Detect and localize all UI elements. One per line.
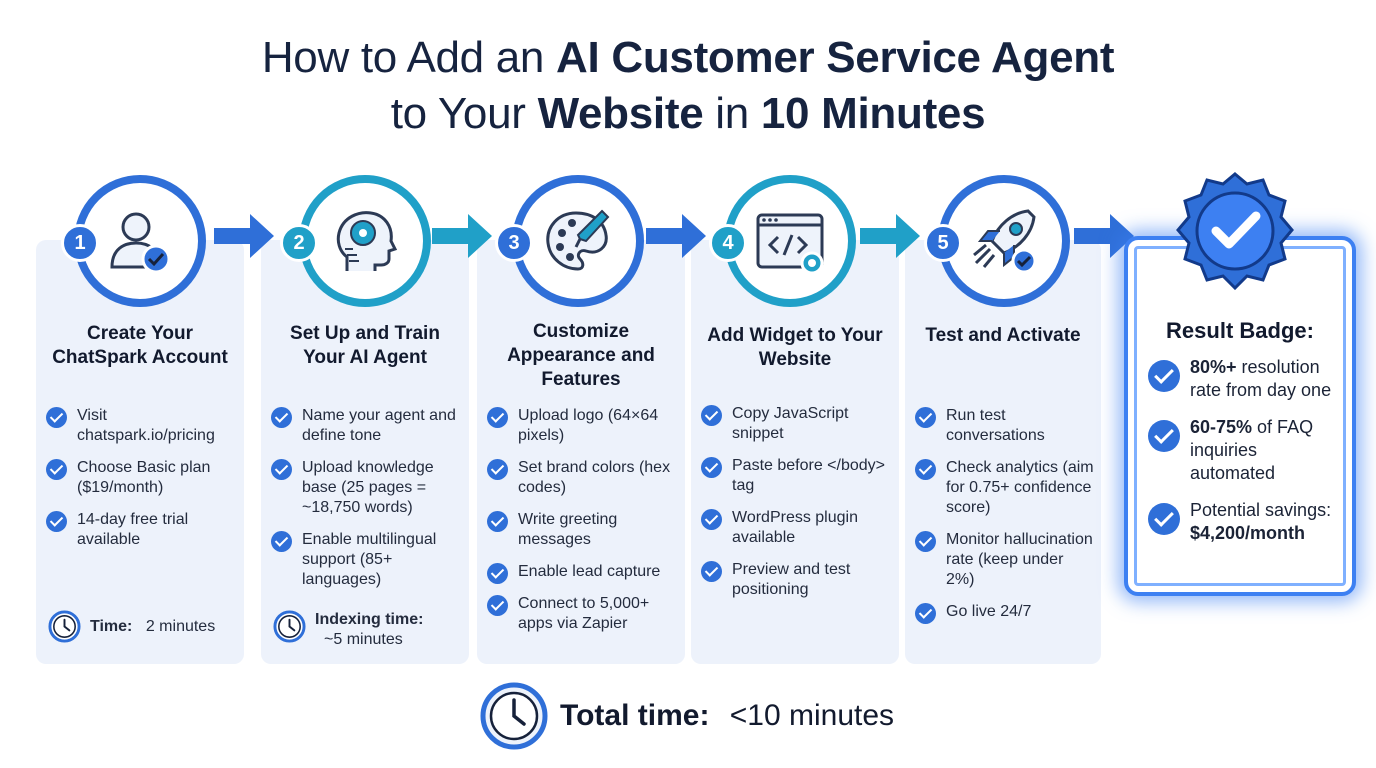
step-title: Test and Activate xyxy=(925,325,1081,346)
bullet-item: Enable lead capture xyxy=(487,562,679,584)
clock-icon xyxy=(480,682,548,750)
step-icon-circle-3 xyxy=(512,175,644,307)
bullet-item: Name your agent and define tone xyxy=(271,406,463,446)
check-icon xyxy=(701,561,722,582)
step-time: Time: 2 minutes xyxy=(48,610,215,643)
rocket-icon xyxy=(973,209,1037,274)
bullet-item: Preview and test positioning xyxy=(701,560,893,600)
step-title: Add Widget to Your Website xyxy=(707,325,883,370)
clock-icon xyxy=(48,610,81,643)
step-icon-circle-2 xyxy=(299,175,431,307)
check-icon xyxy=(915,459,936,480)
arrow-right-icon xyxy=(860,214,920,258)
check-icon xyxy=(271,459,292,480)
result-item: 80%+ resolution rate from day one xyxy=(1148,356,1344,402)
result-list: 80%+ resolution rate from day one 60-75%… xyxy=(1148,356,1344,559)
step-card-1: Create Your ChatSpark Account Visit chat… xyxy=(36,240,244,664)
result-badge-card: Result Badge: 80%+ resolution rate from … xyxy=(1124,236,1356,596)
bullet-item: Run test conversations xyxy=(915,406,1095,446)
step-card-4: Add Widget to Your Website Copy JavaScri… xyxy=(691,240,899,664)
check-icon xyxy=(46,407,67,428)
step-card-3: Customize Appearance and Features Upload… xyxy=(477,240,685,664)
step-number-1: 1 xyxy=(61,224,99,262)
check-icon xyxy=(915,603,936,624)
check-icon xyxy=(915,531,936,552)
bullet-item: Set brand colors (hex codes) xyxy=(487,458,679,498)
check-icon xyxy=(701,457,722,478)
bullet-item: Go live 24/7 xyxy=(915,602,1095,624)
bullet-item: Upload knowledge base (25 pages = ~18,75… xyxy=(271,458,463,518)
arrow-right-icon xyxy=(1074,214,1134,258)
check-icon xyxy=(915,407,936,428)
page-title: How to Add an AI Customer Service Agent … xyxy=(0,30,1376,142)
step-title: Customize Appearance and Features xyxy=(507,321,655,390)
total-time: Total time: <10 minutes xyxy=(480,682,894,750)
bullet-item: Check analytics (aim for 0.75+ confidenc… xyxy=(915,458,1095,518)
check-icon xyxy=(487,459,508,480)
check-icon xyxy=(487,511,508,532)
bullet-item: Write greeting messages xyxy=(487,510,679,550)
title-line-2: to Your Website in 10 Minutes xyxy=(390,89,986,138)
step-number-3: 3 xyxy=(495,224,533,262)
check-icon xyxy=(1148,503,1180,535)
bullet-item: Enable multilingual support (85+ languag… xyxy=(271,530,463,590)
step-bullets: Run test conversations Check analytics (… xyxy=(915,406,1095,634)
palette-icon xyxy=(546,209,610,271)
result-title: Result Badge: xyxy=(1166,318,1314,343)
bullet-item: WordPress plugin available xyxy=(701,508,893,548)
check-icon xyxy=(701,405,722,426)
check-icon xyxy=(271,531,292,552)
step-time: Indexing time:~5 minutes xyxy=(273,610,423,650)
bullet-item: Visit chatspark.io/pricing xyxy=(46,406,238,446)
bullet-item: Connect to 5,000+ apps via Zapier xyxy=(487,594,679,634)
check-icon xyxy=(487,595,508,616)
step-title: Create Your ChatSpark Account xyxy=(52,323,228,368)
result-item: 60-75% of FAQ inquiries automated xyxy=(1148,416,1344,485)
bullet-item: Monitor hallucination rate (keep under 2… xyxy=(915,530,1095,590)
check-icon xyxy=(487,563,508,584)
check-icon xyxy=(46,511,67,532)
check-icon xyxy=(46,459,67,480)
step-number-2: 2 xyxy=(280,224,318,262)
title-line-1: How to Add an AI Customer Service Agent xyxy=(261,33,1115,82)
ai-head-icon xyxy=(336,211,398,271)
arrow-right-icon xyxy=(214,214,274,258)
step-card-2: Set Up and Train Your AI Agent Name your… xyxy=(261,240,469,664)
bullet-item: Copy JavaScript snippet xyxy=(701,404,893,444)
check-icon xyxy=(271,407,292,428)
bullet-item: Upload logo (64×64 pixels) xyxy=(487,406,679,446)
step-bullets: Visit chatspark.io/pricing Choose Basic … xyxy=(46,406,238,562)
arrow-right-icon xyxy=(646,214,706,258)
clock-icon xyxy=(273,610,306,643)
check-icon xyxy=(1148,360,1180,392)
step-bullets: Name your agent and define tone Upload k… xyxy=(271,406,463,602)
verified-seal-icon xyxy=(1176,172,1294,291)
arrow-right-icon xyxy=(432,214,492,258)
step-title: Set Up and Train Your AI Agent xyxy=(290,323,440,368)
step-number-4: 4 xyxy=(709,224,747,262)
step-number-5: 5 xyxy=(924,224,962,262)
bullet-item: 14-day free trial available xyxy=(46,510,238,550)
bullet-item: Choose Basic plan ($19/month) xyxy=(46,458,238,498)
result-item: Potential savings: $4,200/month xyxy=(1148,499,1344,545)
step-bullets: Upload logo (64×64 pixels) Set brand col… xyxy=(487,406,679,646)
check-icon xyxy=(1148,420,1180,452)
code-window-icon xyxy=(756,213,824,275)
user-check-icon xyxy=(110,212,171,274)
step-card-5: Test and Activate Run test conversations… xyxy=(905,240,1101,664)
check-icon xyxy=(487,407,508,428)
check-icon xyxy=(701,509,722,530)
step-bullets: Copy JavaScript snippet Paste before </b… xyxy=(701,404,893,612)
bullet-item: Paste before </body> tag xyxy=(701,456,893,496)
